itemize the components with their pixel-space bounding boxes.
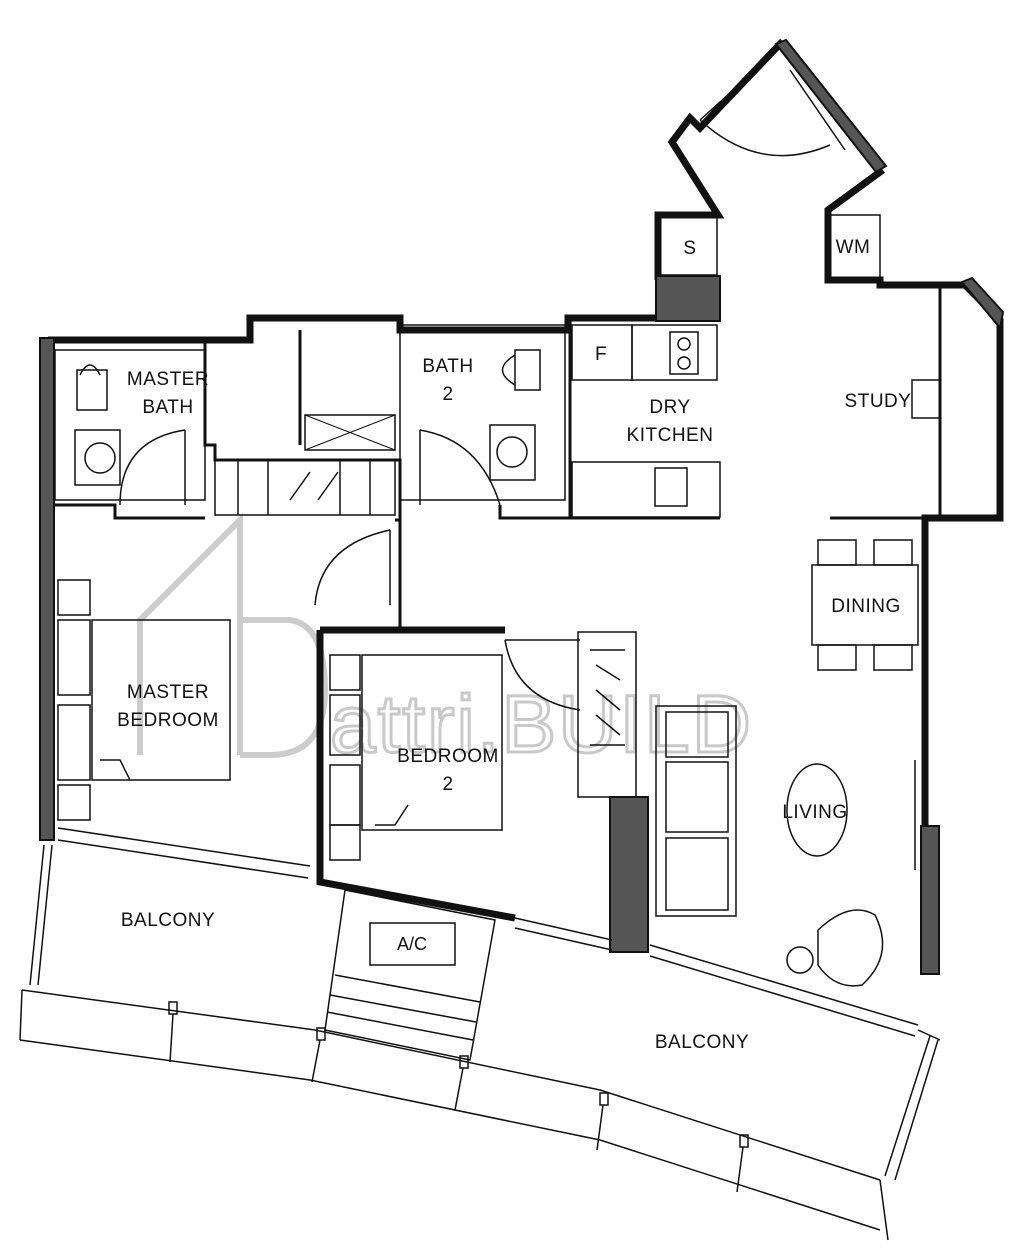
dining-label: DINING <box>831 596 901 617</box>
ac-label: A/C <box>397 934 427 954</box>
study-desk <box>911 379 941 419</box>
storage-shelves <box>214 414 396 516</box>
shower-box <box>659 214 718 276</box>
master-bath-label-1: MASTER <box>127 369 209 390</box>
dining-table <box>811 539 919 671</box>
entrance-door <box>699 47 846 157</box>
balcony-outline <box>19 827 941 1241</box>
master-bath-label-2: BATH <box>142 397 193 418</box>
watermark-logo <box>137 512 329 758</box>
dry-kitchen-label-2: KITCHEN <box>627 425 714 446</box>
bedroom-doors <box>314 529 581 711</box>
dry-kitchen-label-1: DRY <box>649 397 690 418</box>
bedroom-2-label-2: 2 <box>442 774 453 795</box>
balcony-right-label: BALCONY <box>655 1032 749 1053</box>
bath-2-label-2: 2 <box>442 384 453 405</box>
watermark-text: attri.BUILD <box>330 679 753 770</box>
bath-2-fixtures <box>399 324 566 506</box>
shower-label: S <box>683 238 696 259</box>
living-furniture <box>655 705 916 987</box>
master-bath-fixtures <box>54 349 206 506</box>
bedroom-2-label-1: BEDROOM <box>397 746 499 767</box>
balcony-left-label: BALCONY <box>121 910 215 931</box>
ac-ledge <box>324 889 496 1061</box>
master-bedroom-label-1: MASTER <box>127 682 209 703</box>
bedroom-2-furniture <box>329 654 503 861</box>
study-label: STUDY <box>845 391 912 412</box>
living-label: LIVING <box>782 802 847 823</box>
master-bedroom-furniture <box>57 579 231 821</box>
master-bedroom-label-2: BEDROOM <box>117 710 219 731</box>
washing-machine-label: WM <box>836 237 871 258</box>
fridge-label: F <box>595 344 607 365</box>
outer-walls <box>44 38 1004 922</box>
living-shelf <box>577 631 637 798</box>
washing-machine-box <box>825 214 881 280</box>
bath-2-label-1: BATH <box>422 356 473 377</box>
structural-columns <box>39 38 1005 975</box>
kitchen-fixtures <box>571 324 721 518</box>
